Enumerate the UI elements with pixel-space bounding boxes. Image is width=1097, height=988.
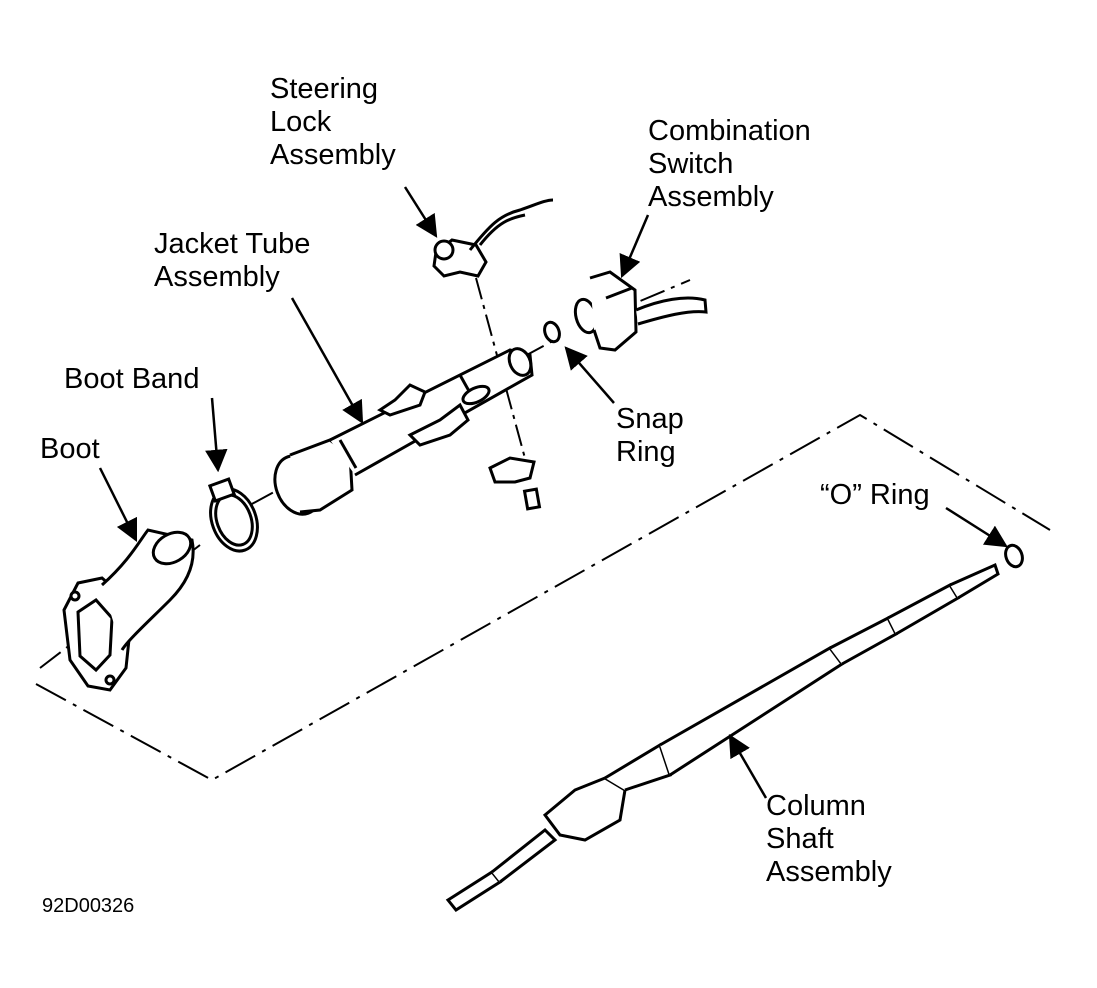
boot-band-part: [207, 477, 259, 553]
boot-band-arrow: [205, 397, 228, 473]
leader-arrows: [98, 186, 1008, 799]
steering-lock-part: [432, 198, 554, 511]
jacket-tube-arrow: [290, 297, 364, 424]
boot-part: [62, 528, 195, 692]
label-snap-ring: Snap Ring: [616, 403, 684, 468]
snap-ring-arrow: [564, 346, 615, 404]
label-combination-switch-assembly: Combination Switch Assembly: [648, 115, 811, 213]
o-ring-arrow: [945, 506, 1008, 548]
steering-lock-arrow: [403, 186, 438, 238]
boot-arrow: [98, 467, 138, 543]
jacket-tube-part: [273, 347, 534, 516]
column-shaft-part: [445, 543, 1024, 912]
label-boot: Boot: [40, 433, 100, 465]
label-steering-lock-assembly: Steering Lock Assembly: [270, 73, 396, 171]
label-o-ring: “O” Ring: [820, 479, 930, 511]
combination-switch-part: [573, 270, 708, 352]
label-jacket-tube-assembly: Jacket Tube Assembly: [154, 228, 311, 293]
column-shaft-arrow: [728, 734, 768, 799]
snap-ring-part: [543, 320, 561, 344]
combination-switch-arrow: [619, 214, 650, 279]
figure-code: 92D00326: [42, 895, 135, 917]
label-boot-band: Boot Band: [64, 363, 200, 395]
label-column-shaft-assembly: Column Shaft Assembly: [766, 790, 892, 888]
reference-plane-outline: [35, 413, 1051, 782]
